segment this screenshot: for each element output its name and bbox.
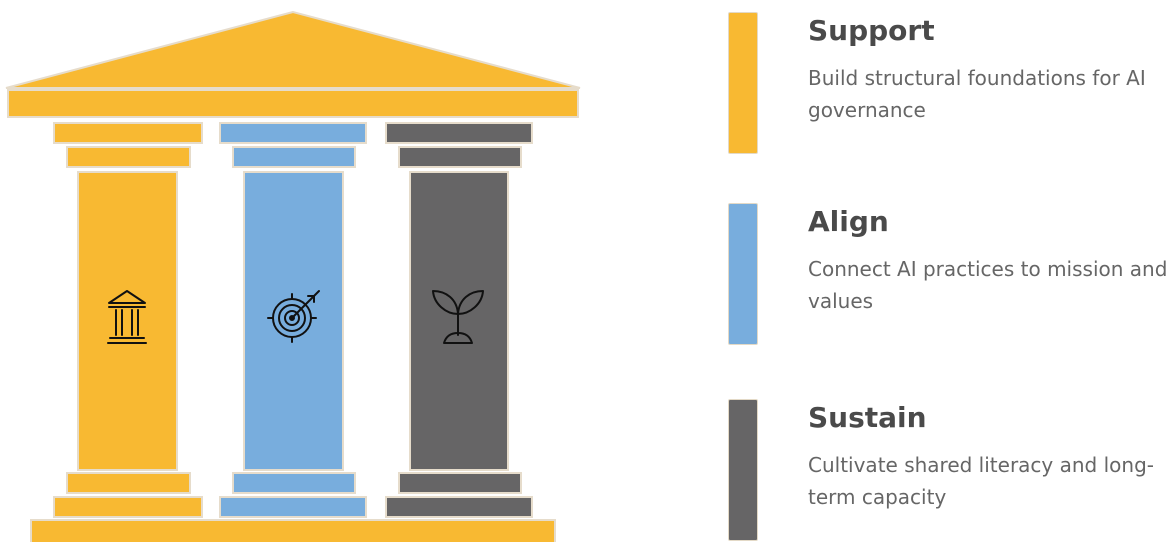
legend-color-bar <box>728 12 758 154</box>
legend-description: Build structural foundations for AI gove… <box>808 66 1146 122</box>
legend-item-support: Support Build structural foundations for… <box>728 12 1158 154</box>
legend-item-sustain: Sustain Cultivate shared literacy and lo… <box>728 399 1158 541</box>
bank-icon <box>107 290 147 344</box>
legend-color-bar <box>728 399 758 541</box>
pillar-sustain <box>385 122 533 518</box>
sprout-icon <box>432 290 484 344</box>
legend-description: Connect AI practices to mission and valu… <box>808 257 1168 313</box>
legend-title: Support <box>808 14 935 47</box>
legend-item-align: Align Connect AI practices to mission an… <box>728 203 1167 345</box>
target-arrow-icon <box>267 290 320 343</box>
legend-description: Cultivate shared literacy and long-term … <box>808 453 1154 509</box>
temple-roof <box>5 10 581 89</box>
temple-entablature <box>7 89 579 118</box>
pillar-support <box>53 122 203 518</box>
legend-title: Sustain <box>808 401 927 434</box>
temple-diagram <box>5 10 581 542</box>
legend-title: Align <box>808 205 889 238</box>
pillar-align <box>219 122 367 518</box>
legend-color-bar <box>728 203 758 345</box>
temple-base <box>30 519 556 542</box>
